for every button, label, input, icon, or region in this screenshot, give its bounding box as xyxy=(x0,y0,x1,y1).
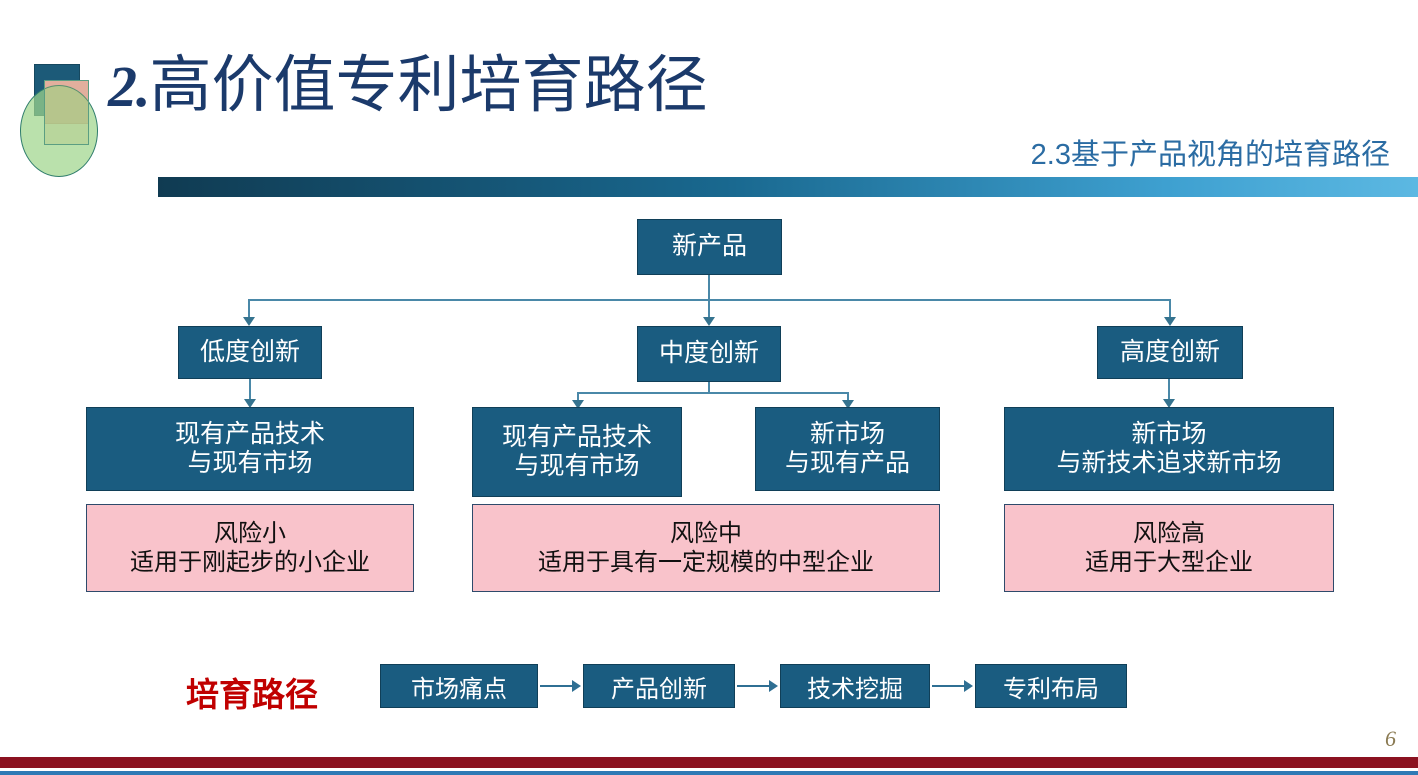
header-gradient-bar xyxy=(158,177,1418,197)
risk-box-low: 风险小 适用于刚起步的小企业 xyxy=(86,504,414,592)
risk-box-mid-line1: 风险中 xyxy=(670,519,742,547)
path-step-4: 专利布局 xyxy=(975,664,1127,708)
cultivation-path-label: 培育路径 xyxy=(186,676,318,713)
risk-box-low-line2: 适用于刚起步的小企业 xyxy=(130,549,370,576)
risk-box-high-line2: 适用于大型企业 xyxy=(1085,549,1253,576)
node-innovation-mid: 中度创新 xyxy=(637,326,781,382)
connector-bus-left-drop xyxy=(248,299,250,319)
arrow-to-detail-low xyxy=(244,399,256,408)
arrow-to-detail-mid-left xyxy=(572,400,584,409)
footer-blue-bar xyxy=(0,771,1418,775)
risk-box-mid: 风险中 适用于具有一定规模的中型企业 xyxy=(472,504,940,592)
node-detail-mid-right: 新市场 与现有产品 xyxy=(755,407,940,491)
node-detail-mid-right-line2: 与现有产品 xyxy=(784,449,910,477)
path-step-4-label: 专利布局 xyxy=(1003,675,1099,703)
path-arrow-line-1 xyxy=(540,685,578,687)
arrow-to-level1-mid xyxy=(703,317,715,326)
node-root: 新产品 xyxy=(637,219,782,275)
connector-mid-left-drop xyxy=(577,392,579,404)
node-innovation-mid-label: 中度创新 xyxy=(658,339,759,368)
node-innovation-low-label: 低度创新 xyxy=(199,337,300,366)
node-detail-high: 新市场 与新技术追求新市场 xyxy=(1004,407,1334,491)
page-number: 6 xyxy=(1385,726,1396,751)
path-arrow-line-3 xyxy=(932,685,970,687)
connector-mid-down xyxy=(708,382,710,394)
arrow-to-level1-low xyxy=(243,317,255,326)
path-step-3-label: 技术挖掘 xyxy=(807,675,903,703)
path-arrow-line-2 xyxy=(737,685,775,687)
node-detail-mid-left-line2: 与现有市场 xyxy=(514,452,640,480)
connector-bus-right-drop xyxy=(1169,299,1171,319)
node-detail-high-line2: 与新技术追求新市场 xyxy=(1056,449,1282,477)
path-step-2: 产品创新 xyxy=(583,664,735,708)
node-detail-high-line1: 新市场 xyxy=(1131,419,1207,448)
connector-high-down xyxy=(1168,379,1170,402)
connector-low-down xyxy=(249,379,251,402)
risk-box-high: 风险高 适用于大型企业 xyxy=(1004,504,1334,592)
node-detail-mid-left-line1: 现有产品技术 xyxy=(501,422,652,451)
connector-bus-mid-drop xyxy=(708,299,710,319)
title-text: 高价值专利培育路径 xyxy=(149,51,708,120)
node-detail-low: 现有产品技术 与现有市场 xyxy=(86,407,414,491)
risk-box-high-line1: 风险高 xyxy=(1133,519,1205,547)
node-detail-low-line2: 与现有市场 xyxy=(187,449,313,477)
node-root-label: 新产品 xyxy=(671,232,747,261)
path-step-2-label: 产品创新 xyxy=(611,675,707,703)
footer-red-bar xyxy=(0,757,1418,768)
section-subtitle: 2.3基于产品视角的培育路径 xyxy=(1030,139,1390,171)
node-detail-low-line1: 现有产品技术 xyxy=(174,419,325,448)
risk-box-low-line1: 风险小 xyxy=(214,519,286,547)
path-step-3: 技术挖掘 xyxy=(780,664,930,708)
path-arrow-head-1 xyxy=(572,680,581,692)
connector-mid-split-bus xyxy=(577,392,849,394)
node-detail-mid-left: 现有产品技术 与现有市场 xyxy=(472,407,682,497)
decor-green-circle xyxy=(20,85,98,177)
arrow-to-detail-mid-right xyxy=(842,400,854,409)
path-step-1: 市场痛点 xyxy=(380,664,538,708)
node-innovation-high: 高度创新 xyxy=(1097,326,1243,379)
path-arrow-head-3 xyxy=(964,680,973,692)
connector-root-down xyxy=(708,275,710,301)
node-innovation-low: 低度创新 xyxy=(178,326,322,379)
page-title: 2.高价值专利培育路径 xyxy=(108,55,708,117)
node-detail-mid-right-line1: 新市场 xyxy=(809,419,885,448)
arrow-to-detail-high xyxy=(1163,399,1175,408)
arrow-to-level1-high xyxy=(1164,317,1176,326)
title-number: 2. xyxy=(108,54,150,119)
connector-mid-right-drop xyxy=(847,392,849,404)
path-arrow-head-2 xyxy=(769,680,778,692)
decor-inner-rect xyxy=(44,80,89,145)
risk-box-mid-line2: 适用于具有一定规模的中型企业 xyxy=(538,549,874,576)
path-step-1-label: 市场痛点 xyxy=(411,675,507,703)
node-innovation-high-label: 高度创新 xyxy=(1119,337,1220,366)
